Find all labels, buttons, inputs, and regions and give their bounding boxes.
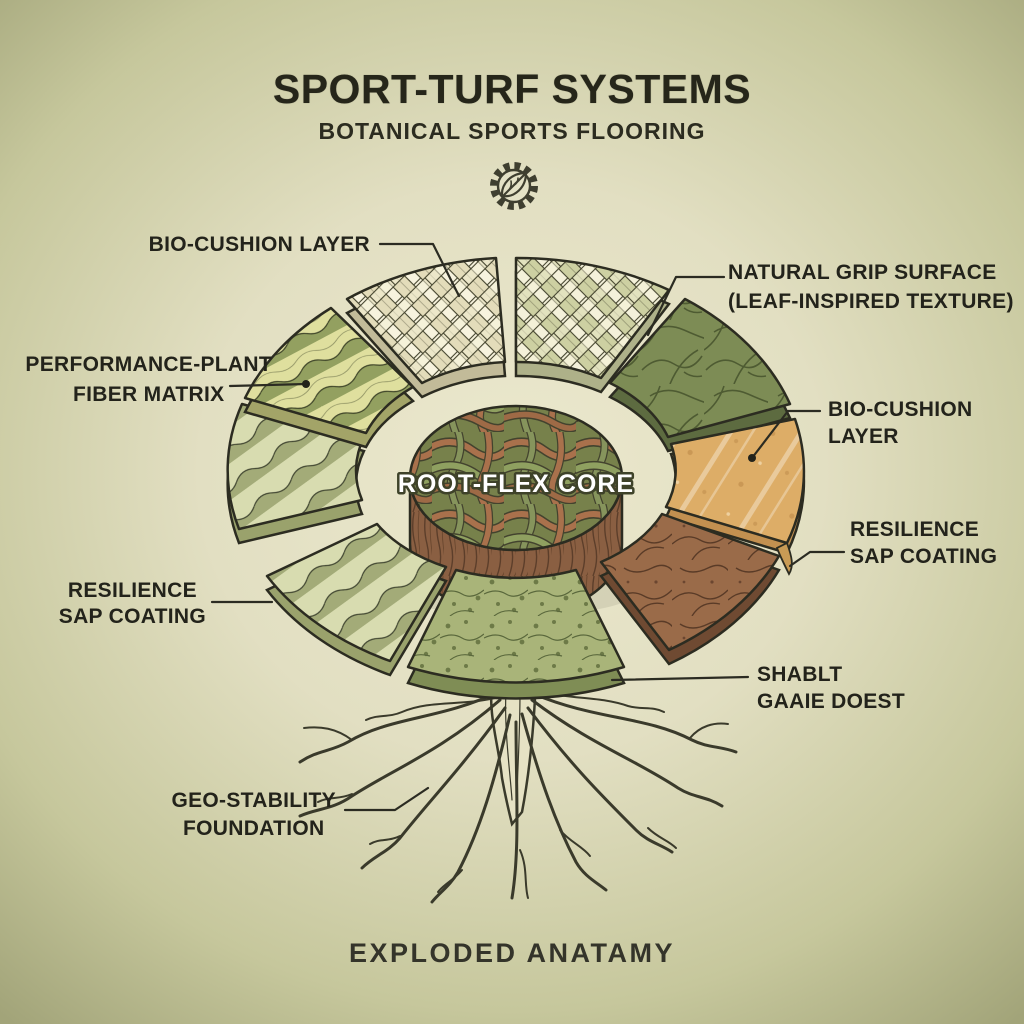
label-line: SAP COATING xyxy=(58,605,206,628)
page-subtitle: BOTANICAL SPORTS FLOORING xyxy=(318,118,706,144)
gear-teeth xyxy=(490,162,538,210)
label-line: FIBER MATRIX xyxy=(73,383,225,406)
label-line: RESILIENCE xyxy=(67,579,197,602)
label-resilience-left: RESILIENCE SAP COATING xyxy=(59,578,206,630)
label-substrate: SHABLT GAAIE DOEST xyxy=(757,661,905,715)
leader-natural-grip xyxy=(646,275,726,337)
page-title: SPORT-TURF SYSTEMS xyxy=(272,66,752,112)
label-line: LAYER xyxy=(828,425,899,448)
root-system xyxy=(298,674,738,904)
label-bio-cushion-right: BIO-CUSHION LAYER xyxy=(828,396,972,450)
label-bio-cushion-left: BIO-CUSHION LAYER xyxy=(149,231,370,258)
label-line: SAP COATING xyxy=(850,545,998,568)
label-line: NATURAL GRIP SURFACE xyxy=(728,261,997,284)
segment-bio-cushion-right xyxy=(664,417,806,576)
label-natural-grip: NATURAL GRIP SURFACE (LEAF-INSPIRED TEXT… xyxy=(728,258,1014,316)
core-label: ROOT-FLEX CORE xyxy=(398,470,634,498)
leader-resilience-right xyxy=(788,550,846,568)
label-line: PERFORMANCE-PLANT xyxy=(25,353,272,376)
leader-dot-performance xyxy=(302,380,310,388)
label-performance-plant: PERFORMANCE-PLANT FIBER MATRIX xyxy=(25,350,272,410)
footer-caption: EXPLODED ANATAMY xyxy=(348,938,675,968)
leader-bio-cushion-right xyxy=(750,409,822,460)
label-line: FOUNDATION xyxy=(183,817,325,840)
leader-substrate xyxy=(610,675,750,682)
leader-geo-stability xyxy=(343,786,430,812)
label-line: BIO-CUSHION xyxy=(828,398,973,421)
leader-lines xyxy=(210,242,846,812)
label-geo-stability: GEO-STABILITY FOUNDATION xyxy=(171,787,336,843)
leader-dot-bio-cushion-right xyxy=(748,454,756,462)
label-line: GEO-STABILITY xyxy=(171,789,336,812)
gear-leaf-icon xyxy=(490,162,538,210)
label-line: BIO-CUSHION LAYER xyxy=(148,233,370,256)
leader-performance-plant xyxy=(228,382,308,388)
label-line: RESILIENCE xyxy=(850,518,980,541)
leaf-glyph xyxy=(500,171,528,198)
label-line: (LEAF-INSPIRED TEXTURE) xyxy=(728,290,1014,313)
label-line: GAAIE DOEST xyxy=(757,690,905,713)
label-resilience-right: RESILIENCE SAP COATING xyxy=(850,516,997,570)
label-line: SHABLT xyxy=(757,663,843,686)
leader-bio-cushion-left xyxy=(378,242,461,298)
header: SPORT-TURF SYSTEMS BOTANICAL SPORTS FLOO… xyxy=(0,66,1024,145)
